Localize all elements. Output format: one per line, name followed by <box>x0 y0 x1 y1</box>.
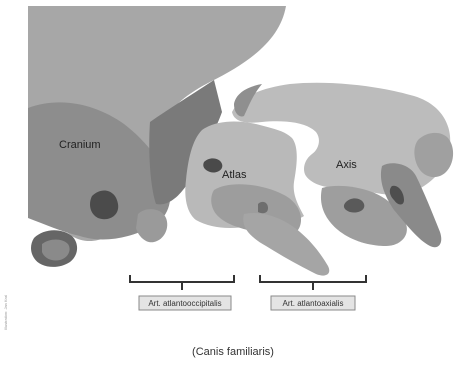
label-axis: Axis <box>336 159 357 171</box>
label-atlas: Atlas <box>222 169 247 181</box>
label-atlantooccipital: Art. atlantooccipitalis <box>148 299 221 308</box>
atlas-ventral-arch <box>243 213 329 276</box>
species-caption: (Canis familiaris) <box>0 346 466 358</box>
illustration-credit: Illustration: Jan Kral <box>3 270 11 330</box>
label-atlantoaxial: Art. atlantoaxialis <box>283 299 344 308</box>
cranium-process <box>136 209 167 242</box>
bracket-atlantoaxial <box>260 275 366 290</box>
label-cranium: Cranium <box>59 139 101 151</box>
bracket-atlantooccipital <box>130 275 234 290</box>
